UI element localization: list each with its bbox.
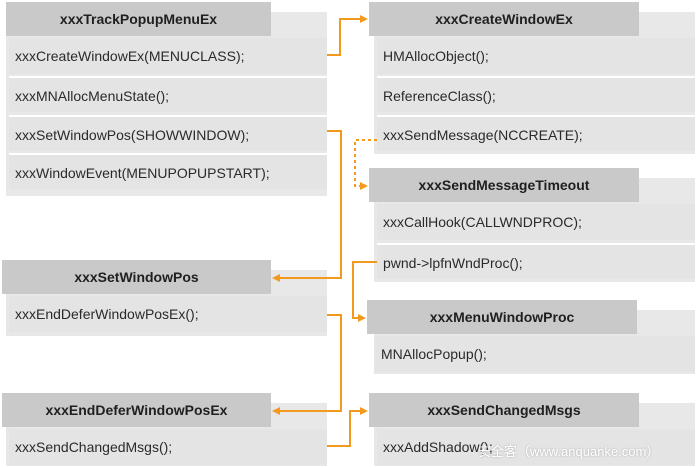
box-menu-window-proc-title: xxxMenuWindowProc bbox=[367, 300, 637, 334]
box-send-changed-msgs-title: xxxSendChangedMsgs bbox=[369, 393, 639, 427]
box-set-window-pos-title: xxxSetWindowPos bbox=[2, 260, 271, 294]
call-reference-class: ReferenceClass(); bbox=[377, 76, 695, 112]
box-create-window-title: xxxCreateWindowEx bbox=[369, 2, 639, 36]
box-send-message-timeout-title: xxxSendMessageTimeout bbox=[369, 168, 639, 202]
call-window-event: xxxWindowEvent(MENUPOPUPSTART); bbox=[9, 153, 327, 189]
box-track-popup-menu-title: xxxTrackPopupMenuEx bbox=[6, 2, 271, 36]
call-mn-alloc-popup: MNAllocPopup(); bbox=[375, 336, 695, 372]
box-end-defer-window-pos-title: xxxEndDeferWindowPosEx bbox=[2, 393, 271, 427]
arrow-to-send-changed-msgs bbox=[327, 407, 368, 447]
call-add-shadow: xxxAddShadow(); bbox=[377, 429, 695, 465]
call-set-window-pos: xxxSetWindowPos(SHOWWINDOW); bbox=[9, 115, 327, 151]
watermark: 安全客（www.anquanke.com） bbox=[478, 444, 660, 459]
call-hm-alloc-object: HMAllocObject(); bbox=[377, 38, 695, 74]
call-end-defer-window-pos: xxxEndDeferWindowPosEx(); bbox=[9, 296, 327, 332]
call-wnd-proc: pwnd->lpfnWndProc(); bbox=[377, 243, 695, 279]
call-create-window: xxxCreateWindowEx(MENUCLASS); bbox=[9, 38, 327, 74]
call-send-changed-msgs: xxxSendChangedMsgs(); bbox=[9, 429, 327, 465]
arrow-to-create-window bbox=[327, 15, 368, 56]
call-call-hook: xxxCallHook(CALLWNDPROC); bbox=[377, 204, 695, 240]
call-mn-alloc-menu-state: xxxMNAllocMenuState(); bbox=[9, 76, 327, 112]
call-send-message-nccreate: xxxSendMessage(NCCREATE); bbox=[377, 115, 695, 151]
